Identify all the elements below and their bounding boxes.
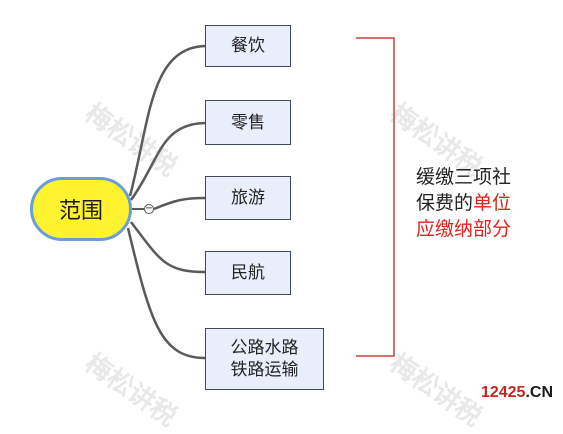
branch-label-line1: 公路水路 — [230, 338, 299, 358]
root-topic[interactable]: 范围 — [30, 177, 132, 241]
site-logo-number: 12425 — [480, 384, 526, 401]
branch-topic-aviation[interactable]: 民航 — [205, 251, 291, 295]
branch-label: 餐饮 — [231, 36, 265, 56]
summary-bracket — [356, 37, 395, 357]
site-logo: 12425.CN — [481, 384, 553, 402]
connector-4 — [130, 221, 206, 274]
connector-2 — [129, 121, 206, 201]
branch-topic-transport[interactable]: 公路水路 铁路运输 — [205, 328, 324, 390]
branch-topic-tourism[interactable]: 旅游 — [205, 176, 291, 220]
summary-line2-plain: 保费的 — [416, 192, 474, 214]
summary-line3: 应缴纳部分 — [416, 218, 512, 240]
summary-line2: 保费的单位 — [416, 190, 551, 216]
connector-3 — [153, 196, 206, 211]
branch-label: 民航 — [231, 263, 265, 283]
root-topic-label: 范围 — [58, 199, 103, 224]
summary-note[interactable]: 缓缴三项社 保费的单位 应缴纳部分 — [416, 164, 551, 242]
connector-5 — [126, 227, 206, 360]
branch-label-line2: 铁路运输 — [230, 360, 299, 380]
branch-topic-retail[interactable]: 零售 — [205, 100, 291, 145]
branch-label: 零售 — [231, 112, 265, 133]
summary-line1: 缓缴三项社 — [416, 166, 512, 188]
summary-line2-highlight: 单位 — [473, 192, 512, 214]
branch-label: 旅游 — [231, 188, 265, 208]
site-logo-suffix: .CN — [525, 384, 553, 401]
collapse-toggle-icon[interactable]: − — [144, 203, 154, 214]
connector-1 — [128, 44, 206, 197]
connector-layer — [126, 37, 395, 360]
branch-topic-catering[interactable]: 餐饮 — [205, 25, 291, 67]
